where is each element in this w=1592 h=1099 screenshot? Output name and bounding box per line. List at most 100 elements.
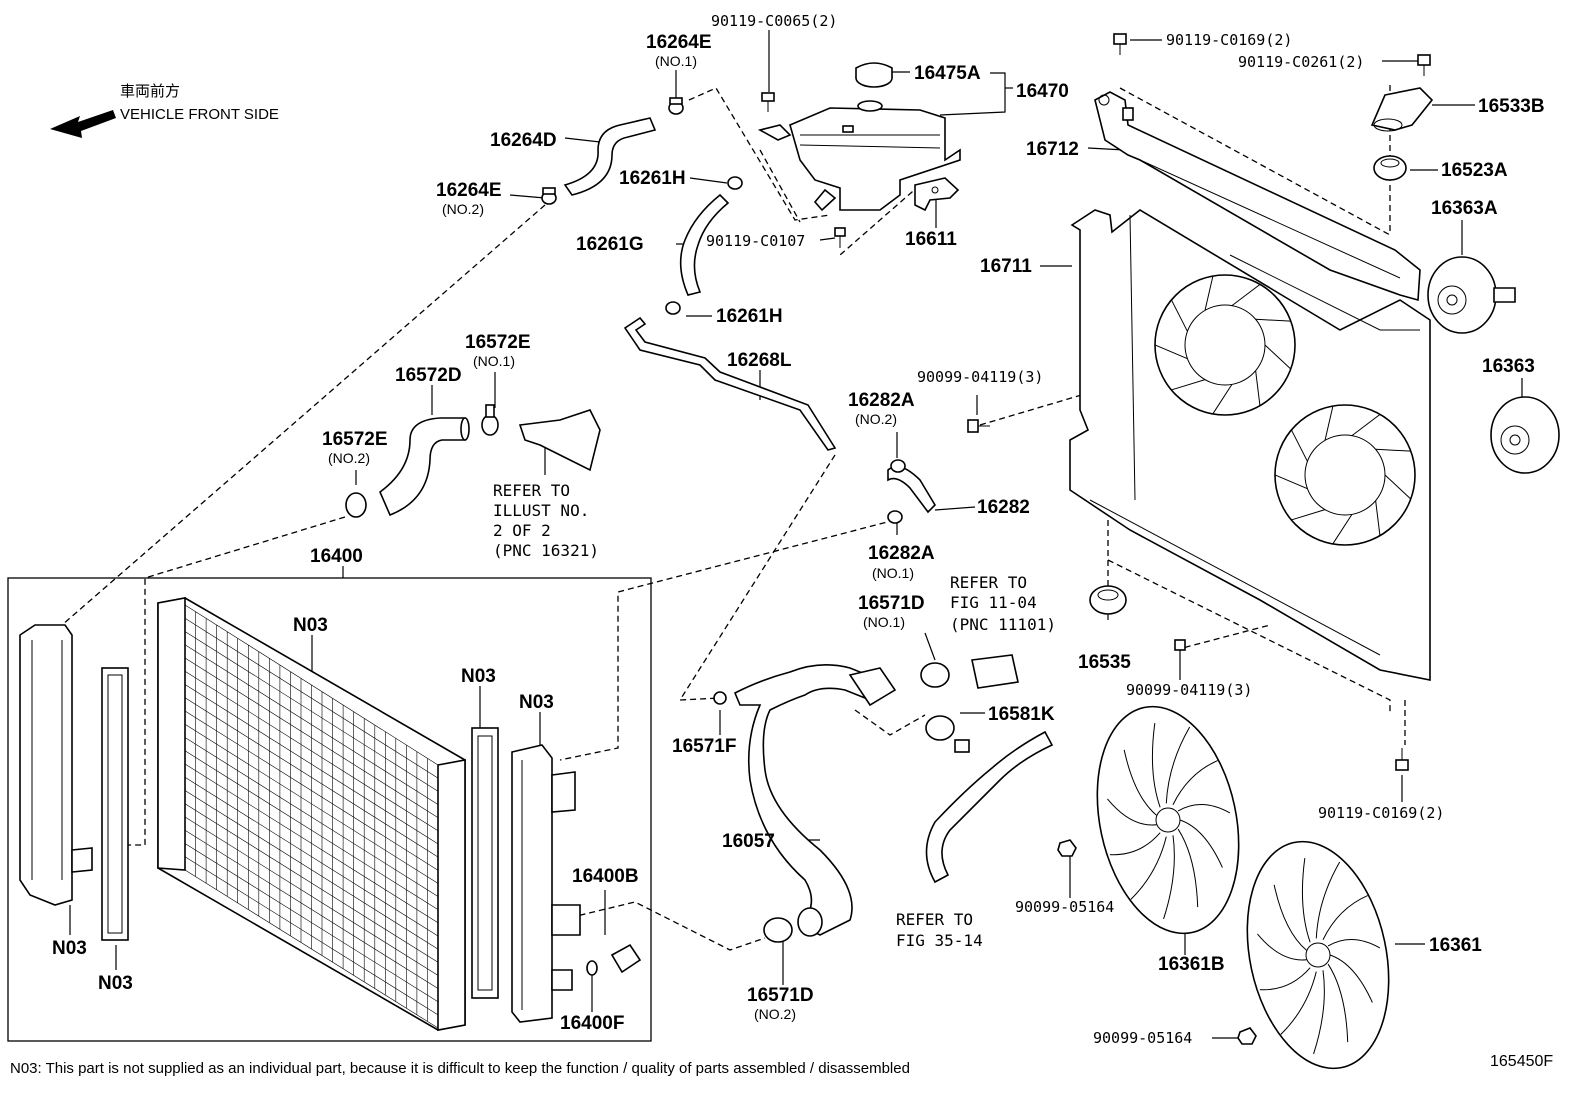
fan-blade (1165, 726, 1191, 804)
shroud-spoke (1384, 474, 1412, 500)
shroud-spoke (1375, 448, 1411, 452)
fan-blade (1313, 970, 1325, 1055)
bolt-icon (967, 419, 990, 433)
figure-code: 165450F (1490, 1053, 1553, 1070)
label-N03-core: N03 (293, 615, 328, 636)
label-16535: 16535 (1078, 652, 1131, 673)
label-16572E-no2: 16572E (322, 429, 388, 450)
label-16712: 16712 (1026, 139, 1079, 160)
shroud-spoke (1351, 414, 1381, 437)
label-N03-gasket-right: N03 (461, 666, 496, 687)
label-16261H-lower: 16261H (716, 306, 783, 327)
nut-icon (1057, 839, 1077, 857)
fan-blade (1315, 861, 1341, 939)
drain-cock (586, 943, 642, 976)
label-90099-04119-bottom: 90099-04119(3) (1126, 681, 1252, 699)
fan-blade (1322, 895, 1368, 940)
fan-blade (1257, 933, 1307, 961)
fan-blade (1177, 828, 1199, 908)
label-16264E-no1: 16264E (646, 32, 712, 53)
fan-blade (1280, 971, 1317, 1035)
label-16572E-no1: 16572E (465, 332, 531, 353)
label-90099-04119-top: 90099-04119(3) (917, 368, 1043, 386)
label-16363: 16363 (1482, 356, 1535, 377)
ref-11101-line1: REFER TO (950, 573, 1027, 592)
bolts (761, 33, 1431, 1045)
clamp-icon (345, 492, 367, 518)
ref-16321-line2: ILLUST NO. (493, 501, 589, 520)
label-90119-C0107: 90119-C0107 (706, 232, 805, 250)
label-90099-05164-bottom: 90099-05164 (1093, 1029, 1192, 1047)
fan-blade (1273, 884, 1307, 951)
shroud-spoke (1264, 344, 1292, 370)
label-16363A: 16363A (1431, 198, 1498, 219)
fan-motor-16363A (1427, 256, 1516, 334)
shroud-spoke (1375, 500, 1381, 536)
reservoir-tank (757, 62, 961, 212)
label-16282A-no2-sub: (NO.2) (855, 411, 897, 427)
shroud-spoke (1255, 318, 1291, 322)
label-90119-C0065: 90119-C0065(2) (711, 12, 837, 30)
tank-bracket (914, 177, 960, 212)
label-90119-C0169-top: 90119-C0169(2) (1166, 31, 1292, 49)
ref-35-14-line1: REFER TO (896, 910, 973, 929)
label-16571D-no1: 16571D (858, 593, 925, 614)
bolt-icon (761, 92, 775, 112)
label-16282: 16282 (977, 497, 1030, 518)
label-16572D: 16572D (395, 365, 462, 386)
fan-motor-16363 (1490, 396, 1560, 474)
label-16400F: 16400F (560, 1013, 624, 1034)
part-number-labels: 90119-C0065(2) 16264E (NO.1) 16264D 1626… (52, 12, 1545, 1047)
fan-blade (1179, 819, 1223, 868)
fan-blade (1301, 857, 1311, 943)
bolt-icon (1174, 639, 1186, 660)
clamp-icon (887, 510, 903, 524)
label-90119-C0169-bottom: 90119-C0169(2) (1318, 804, 1444, 822)
clamp-icon (763, 917, 793, 943)
clamp-icon (890, 459, 906, 473)
direction-jp: 車両前方 (120, 83, 180, 100)
shroud-spoke (1170, 299, 1188, 332)
radiator-gasket-left (101, 667, 129, 941)
clamp-icon (481, 404, 499, 436)
shroud-spoke (1154, 344, 1188, 360)
shroud-spoke (1290, 429, 1308, 462)
label-16361: 16361 (1429, 935, 1482, 956)
ref-16321-line4: (PNC 16321) (493, 541, 599, 560)
grommet-16523A (1373, 155, 1407, 181)
label-16611: 16611 (905, 229, 957, 250)
shroud-spoke (1274, 474, 1308, 490)
fan-shroud (1069, 209, 1431, 681)
fan-blade (1327, 939, 1381, 949)
fan-blade (1327, 963, 1349, 1043)
heater-hose (925, 715, 1054, 884)
label-16057: 16057 (722, 831, 775, 852)
grommet-16535 (1089, 585, 1127, 615)
label-16470: 16470 (1016, 81, 1069, 102)
label-90119-C0261: 90119-C0261(2) (1238, 53, 1364, 71)
reference-notes: REFER TO ILLUST NO. 2 OF 2 (PNC 16321) R… (493, 481, 1056, 950)
label-16282A-no1-sub: (NO.1) (872, 565, 914, 581)
label-16264E-no2: 16264E (436, 180, 502, 201)
label-16581K: 16581K (988, 704, 1055, 725)
fan-blade (1259, 967, 1311, 991)
fan-blade (1329, 954, 1373, 1003)
label-90099-05164-mid: 90099-05164 (1015, 898, 1114, 916)
direction-en: VEHICLE FRONT SIDE (120, 106, 279, 123)
label-16264E-no2-sub: (NO.2) (442, 201, 484, 217)
radiator-right-tank (511, 744, 581, 1023)
clamp-icon (665, 301, 681, 315)
clamp-icon (727, 176, 743, 190)
label-16400: 16400 (310, 546, 363, 567)
label-16475A: 16475A (914, 63, 981, 84)
fan-blade (1163, 835, 1175, 920)
label-16400B: 16400B (572, 866, 639, 887)
clamp-icon (668, 97, 684, 115)
label-16261G: 16261G (576, 234, 644, 255)
label-16282A-no1: 16282A (868, 543, 935, 564)
vehicle-front-indicator: 車両前方 VEHICLE FRONT SIDE (50, 83, 279, 138)
upper-frame (1094, 91, 1421, 302)
label-16361B: 16361B (1158, 954, 1225, 975)
label-16572E-no1-sub: (NO.1) (473, 353, 515, 369)
